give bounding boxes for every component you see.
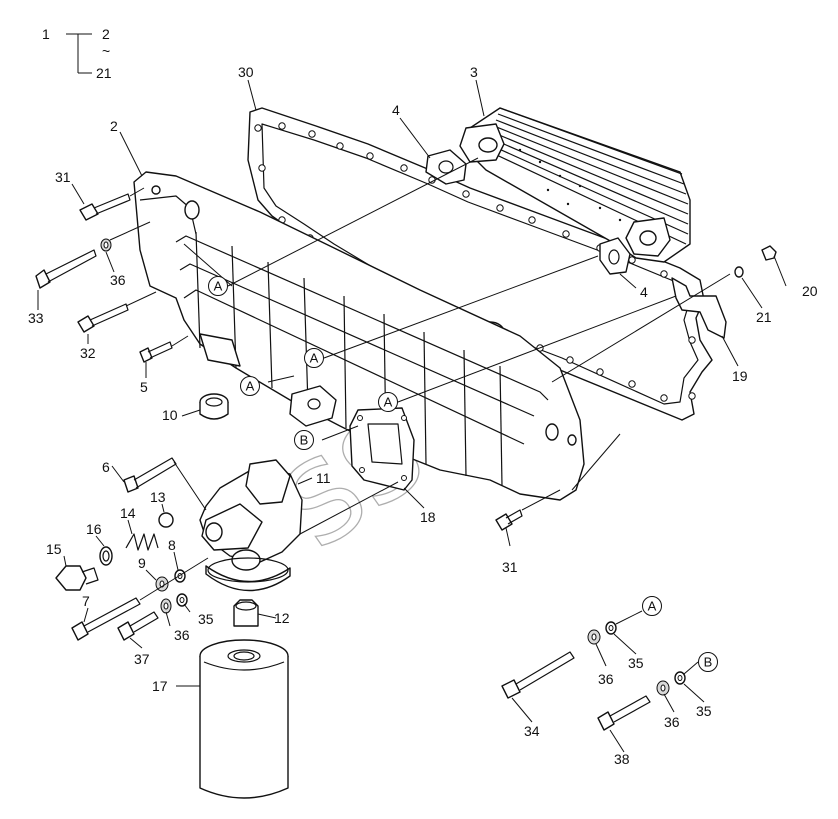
oil-cooler-housing-2	[133, 171, 585, 501]
bolt-38	[597, 695, 651, 731]
group-bracket	[66, 33, 92, 74]
svg-text:A: A	[310, 351, 319, 366]
bolt-5	[139, 341, 173, 363]
oil-cooler-3	[459, 107, 691, 263]
label-36-right-upper: 36	[598, 671, 614, 687]
ref-circle-a1: A	[208, 276, 228, 296]
label-7: 7	[82, 593, 90, 609]
label-15: 15	[46, 541, 62, 557]
leader-lines	[37, 79, 787, 753]
label-1: 1	[42, 26, 50, 42]
label-10: 10	[162, 407, 178, 423]
label-36-upper-left: 36	[110, 272, 126, 288]
label-14: 14	[120, 505, 136, 521]
label-2-range: 2	[102, 26, 110, 42]
washer-35-right-upper	[605, 621, 617, 635]
label-18: 18	[420, 509, 436, 525]
label-5: 5	[140, 379, 148, 395]
bolt-32	[77, 303, 129, 333]
ball-13	[158, 512, 174, 528]
label-30: 30	[238, 64, 254, 80]
label-19: 19	[732, 368, 748, 384]
label-9: 9	[138, 555, 146, 571]
label-2: 2	[110, 118, 118, 134]
washer-16	[99, 546, 113, 566]
label-21-range: 21	[96, 65, 112, 81]
label-21: 21	[756, 309, 772, 325]
label-6: 6	[102, 459, 110, 475]
label-4-upper: 4	[392, 102, 400, 118]
bolt-6	[123, 457, 177, 493]
spring-14	[125, 533, 159, 551]
label-35-right-upper: 35	[628, 655, 644, 671]
label-17: 17	[152, 678, 168, 694]
label-tilde: ~	[102, 43, 110, 59]
washer-36-left-lower	[160, 598, 172, 614]
label-31-upper: 31	[55, 169, 71, 185]
label-11: 11	[316, 470, 331, 486]
label-4-lower: 4	[640, 284, 648, 300]
part-labels: 1 2 ~ 21 2 30 3 4 31 36 33 32 5 10 4 20 …	[28, 26, 818, 767]
label-33: 33	[28, 310, 44, 326]
filter-head-11	[199, 459, 303, 592]
svg-text:B: B	[300, 433, 309, 448]
label-32: 32	[80, 345, 96, 361]
label-34: 34	[524, 723, 540, 739]
washer-35-right-lower	[674, 671, 686, 685]
washer-8	[174, 569, 186, 583]
label-12: 12	[274, 610, 290, 626]
ref-circle-b2: B	[698, 652, 718, 672]
washer-36-right-upper	[587, 629, 601, 645]
washer-36-right-lower	[656, 680, 670, 696]
svg-text:A: A	[648, 599, 657, 614]
bolt-37	[117, 611, 159, 641]
ref-circle-a2: A	[304, 348, 324, 368]
label-35-left: 35	[198, 611, 214, 627]
label-37: 37	[134, 651, 150, 667]
bolt-7	[71, 597, 141, 641]
bracket-19	[671, 277, 727, 339]
label-31-lower: 31	[502, 559, 518, 575]
washer-36-left	[100, 238, 112, 252]
bolt-33	[35, 249, 97, 289]
ref-circle-b1: B	[294, 430, 314, 450]
oil-filter-17	[199, 639, 289, 799]
ref-circle-a5: A	[642, 596, 662, 616]
bolt-31-upper	[79, 193, 131, 221]
svg-text:A: A	[246, 379, 255, 394]
label-38: 38	[614, 751, 630, 767]
ref-circle-a3: A	[240, 376, 260, 396]
bolt-31-lower	[495, 509, 523, 531]
label-35-right-lower: 35	[696, 703, 712, 719]
gasket-18	[349, 407, 415, 491]
label-36-lower-left: 36	[174, 627, 190, 643]
svg-text:B: B	[704, 655, 713, 670]
plug-10	[199, 393, 229, 420]
washer-35-left	[176, 593, 188, 607]
plug-15	[55, 565, 99, 591]
label-3: 3	[470, 64, 478, 80]
bolt-34	[501, 651, 575, 699]
gasket-4-upper	[425, 149, 467, 185]
label-8: 8	[168, 537, 176, 553]
label-13: 13	[150, 489, 166, 505]
label-36-right-lower: 36	[664, 714, 680, 730]
gasket-4-lower	[599, 237, 631, 275]
fitting-12	[233, 599, 259, 627]
svg-text:A: A	[384, 395, 393, 410]
label-20: 20	[802, 283, 818, 299]
bolt-20	[761, 245, 777, 261]
svg-text:A: A	[214, 279, 223, 294]
washer-21	[734, 266, 744, 278]
label-16: 16	[86, 521, 102, 537]
ref-circle-a4: A	[378, 392, 398, 412]
